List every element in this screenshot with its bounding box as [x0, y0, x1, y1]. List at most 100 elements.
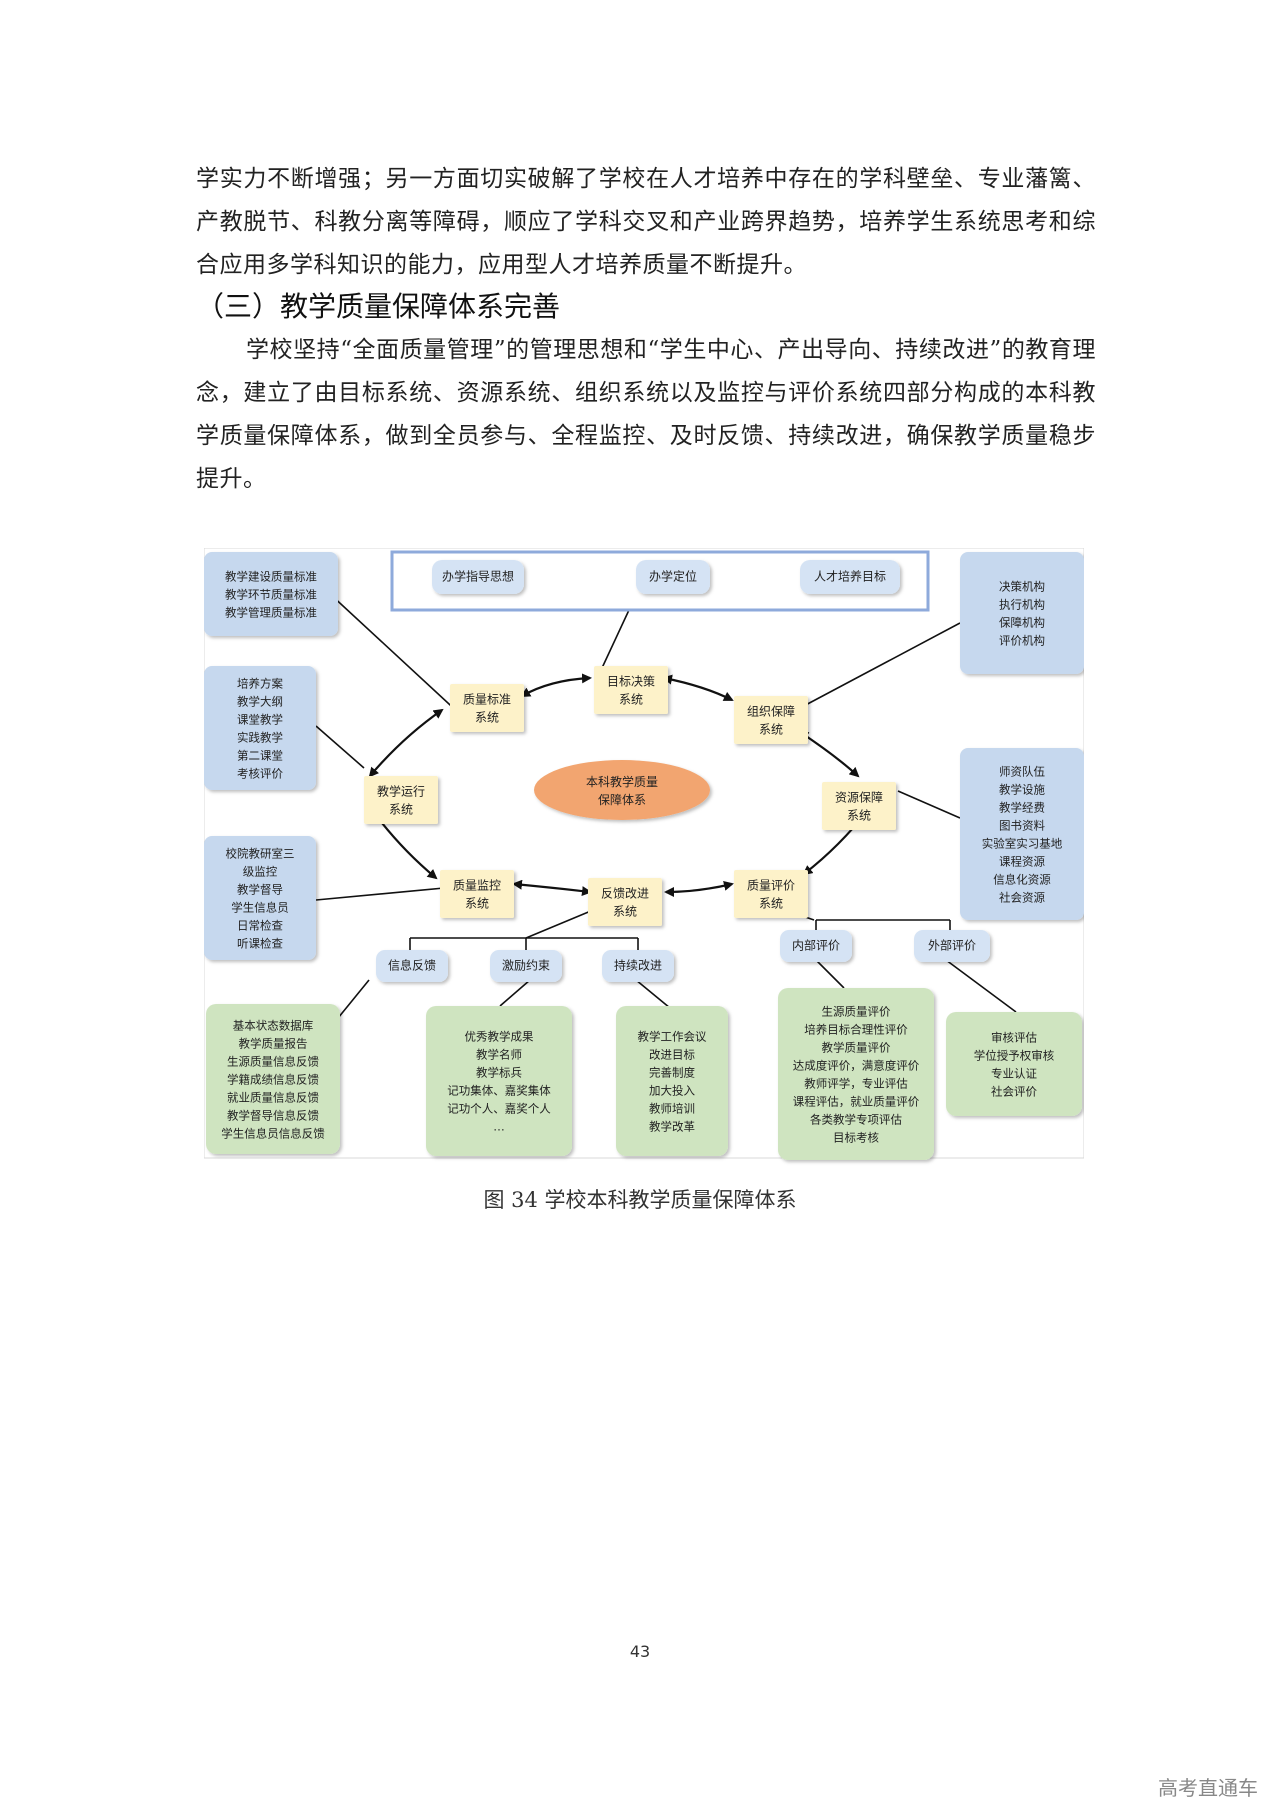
top-pill-bg: [636, 560, 710, 594]
green-box-group: 基本状态数据库教学质量报告生源质量信息反馈学籍成绩信息反馈就业质量信息反馈教学督…: [206, 988, 1082, 1160]
top-pill-group: 发展规划办学指导思想办学定位人才培养目标专业设置: [252, 560, 1084, 594]
blue-box-running-line: 课堂教学: [237, 713, 283, 727]
blue-box-standards-bg: [204, 552, 338, 636]
sub-pill-line: 激励约束: [502, 958, 550, 973]
green-box-external-line: 学位授予权审核: [974, 1049, 1055, 1063]
green-box-improve-line: 改进目标: [649, 1048, 695, 1062]
green-box-improve-line: 完善制度: [649, 1066, 695, 1080]
green-box-internal-line: 各类教学专项评估: [810, 1113, 902, 1127]
top-pill-bg: [432, 560, 524, 594]
sub-pill-bg: [376, 950, 448, 982]
system-box-feedback-line: 系统: [613, 905, 637, 919]
blue-box-monitor-bg: [204, 836, 316, 960]
system-box-target-bg: [594, 666, 668, 714]
center-label-line2: 保障体系: [598, 792, 646, 807]
system-box-running-bg: [364, 776, 438, 824]
green-box-external-bg: [946, 1012, 1082, 1116]
green-box-incentive-bg: [426, 1006, 572, 1156]
sub-pill-line: 内部评价: [792, 938, 840, 953]
sub-pill: 持续改进: [602, 950, 674, 982]
blue-box-running-line: 实践教学: [237, 731, 283, 745]
blue-box-org-line: 保障机构: [999, 616, 1045, 630]
blue-box-running-line: 考核评价: [237, 767, 283, 781]
blue-box-org-line: 决策机构: [999, 580, 1045, 594]
system-box-monitor-bg: [440, 870, 514, 918]
blue-box-resource-line: 教学设施: [999, 783, 1045, 797]
blue-box-running-line: 培养方案: [237, 677, 283, 691]
blue-box-resource-line: 实验室实习基地: [982, 837, 1063, 851]
sub-pill-line: 持续改进: [614, 958, 662, 973]
green-box-info-line: 就业质量信息反馈: [227, 1091, 319, 1105]
blue-box-running-line: 第二课堂: [237, 749, 283, 763]
system-box-evaluate-line: 质量评价: [747, 879, 795, 893]
green-box-internal-line: 教师评学，专业评估: [804, 1077, 908, 1091]
green-box-internal-bg: [778, 988, 934, 1160]
green-box-internal-line: 课程评估，就业质量评价: [793, 1095, 920, 1109]
green-box-improve-line: 教学改革: [649, 1120, 695, 1134]
top-pill-line: 办学指导思想: [442, 569, 514, 584]
system-box-resource-line: 系统: [847, 809, 871, 823]
section-heading: （三）教学质量保障体系完善: [196, 290, 561, 323]
blue-box-running-line: 教学大纲: [237, 695, 283, 709]
green-box-external-line: 社会评价: [991, 1085, 1037, 1099]
blue-box-monitor-line: 听课检查: [237, 937, 283, 951]
blue-box-resource-line: 教学经费: [999, 801, 1045, 815]
green-box-info-line: 学生信息员信息反馈: [221, 1127, 325, 1141]
blue-box-standards-line: 教学管理质量标准: [225, 606, 317, 620]
green-box-internal: 生源质量评价培养目标合理性评价教学质量评价达成度评价，满意度评价教师评学，专业评…: [778, 988, 934, 1160]
blue-box-resource-line: 社会资源: [999, 891, 1045, 905]
top-pill: 人才培养目标: [800, 560, 900, 594]
top-pill: 办学定位: [636, 560, 710, 594]
system-box-standard-line: 系统: [475, 711, 499, 725]
green-box-external-line: 专业认证: [991, 1067, 1037, 1081]
blue-box-resource-line: 师资队伍: [999, 765, 1045, 779]
center-ellipse: [534, 760, 710, 820]
green-box-internal-line: 培养目标合理性评价: [804, 1023, 908, 1037]
green-box-internal-line: 生源质量评价: [822, 1005, 891, 1019]
system-box-target-line: 目标决策: [607, 675, 655, 689]
top-pill: 办学指导思想: [432, 560, 524, 594]
blue-box-monitor-line: 校院教研室三: [226, 847, 295, 861]
green-box-incentive-line: …: [493, 1120, 505, 1134]
system-box-group: 目标决策系统质量标准系统组织保障系统教学运行系统资源保障系统质量监控系统反馈改进…: [364, 666, 896, 926]
blue-box-monitor-line: 学生信息员: [231, 901, 289, 915]
green-box-info-line: 学籍成绩信息反馈: [227, 1073, 319, 1087]
page-number: 43: [629, 1642, 651, 1661]
blue-box-standards-line: 教学环节质量标准: [225, 588, 317, 602]
green-box-info-line: 生源质量信息反馈: [227, 1055, 319, 1069]
blue-box-resource-line: 图书资料: [999, 819, 1045, 833]
system-box-evaluate-line: 系统: [759, 897, 783, 911]
sub-pill: 外部评价: [914, 930, 990, 962]
green-box-info-line: 基本状态数据库: [233, 1019, 314, 1033]
system-box-monitor-line: 系统: [465, 897, 489, 911]
blue-box-resource-bg: [960, 748, 1084, 920]
sub-pill: 激励约束: [490, 950, 562, 982]
green-box-external-line: 审核评估: [991, 1031, 1037, 1045]
sub-pill-bg: [780, 930, 852, 962]
system-box-standard-bg: [450, 684, 524, 732]
top-pill-bg: [800, 560, 900, 594]
blue-box-running-bg: [204, 666, 316, 790]
sub-pill-group: 信息反馈 激励约束 持续改进 内部评价 外部评价: [376, 930, 990, 982]
system-box-org-line: 组织保障: [747, 704, 795, 719]
blue-box-org-line: 执行机构: [999, 598, 1045, 612]
figure-caption: 图 34 学校本科教学质量保障体系: [483, 1188, 797, 1212]
connector-lines: [315, 592, 1017, 1024]
green-box-internal-line: 目标考核: [833, 1131, 879, 1145]
green-box-incentive-line: 优秀教学成果: [465, 1030, 534, 1044]
center-label-line1: 本科教学质量: [586, 774, 658, 789]
top-pill-line: 人才培养目标: [814, 569, 886, 584]
system-box-feedback-line: 反馈改进: [601, 887, 649, 901]
sub-pill-line: 信息反馈: [388, 958, 436, 973]
